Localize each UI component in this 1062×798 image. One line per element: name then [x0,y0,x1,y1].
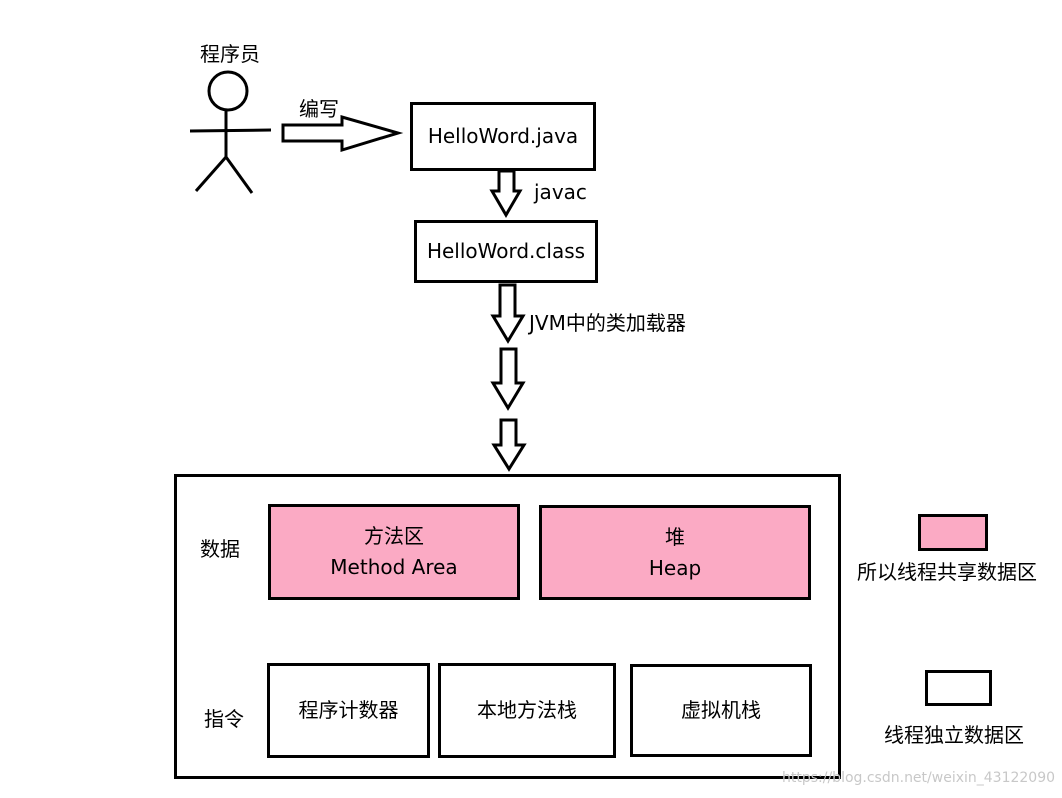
classloader-label: JVM中的类加载器 [529,311,686,335]
loader-arrow-3 [491,418,527,472]
java-file-label: HelloWord.java [427,124,579,148]
program-counter-box: 程序计数器 [267,663,430,758]
java-source-box: HelloWord.java [410,102,596,171]
javac-arrow [489,169,523,218]
heap-box: 堆 Heap [539,505,811,600]
programmer-stick-figure [189,70,272,194]
data-row-label: 数据 [200,537,240,561]
legend-shared-swatch [918,514,988,551]
write-arrow [281,115,404,153]
programmer-label: 程序员 [200,42,260,66]
loader-arrow-1 [490,283,526,344]
method-area-en: Method Area [330,555,458,579]
native-method-stack-box: 本地方法栈 [438,663,616,758]
watermark: https://blog.csdn.net/weixin_43122090 [782,770,1056,786]
method-area-box: 方法区 Method Area [268,504,520,600]
javac-label: javac [534,180,587,204]
loader-arrow-2 [490,347,526,411]
heap-cn: 堆 [664,524,685,549]
class-file-box: HelloWord.class [414,220,598,283]
method-area-cn: 方法区 [364,524,424,548]
vm-stack-label: 虚拟机栈 [681,698,761,722]
legend-shared-label: 所以线程共享数据区 [857,560,1037,584]
vm-stack-box: 虚拟机栈 [630,664,812,757]
legend-private-swatch [925,670,992,706]
class-file-label: HelloWord.class [426,239,586,263]
heap-en: Heap [648,555,702,580]
write-label: 编写 [299,97,339,121]
legend-private-label: 线程独立数据区 [884,723,1024,747]
program-counter-label: 程序计数器 [298,698,399,722]
instruction-row-label: 指令 [204,707,244,731]
native-method-stack-label: 本地方法栈 [477,698,577,722]
